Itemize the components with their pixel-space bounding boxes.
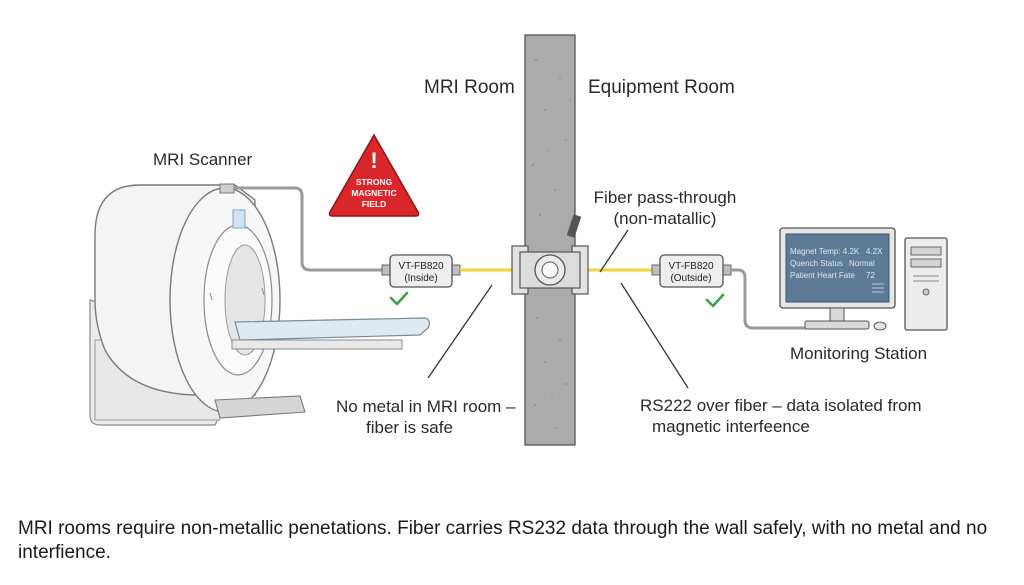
warning-triangle-icon: ! STRONG MAGNETIC FIELD — [328, 133, 420, 217]
converter-outside-model: VT-FB820 — [668, 261, 713, 272]
rs232-label-1: RS222 over fiber – data isolated from — [640, 396, 922, 415]
monitoring-station: Magnet Temp: 4.2K 4.2X Quench Status Nor… — [779, 227, 948, 331]
mri-scanner-label: MRI Scanner — [153, 150, 253, 169]
converter-inside: VT-FB820 (Inside) — [381, 254, 461, 288]
monitor-row1-label: Magnet Temp: 4.2K — [790, 247, 860, 256]
converter-outside: VT-FB820 (Outside) — [651, 254, 732, 288]
equipment-room-label: Equipment Room — [588, 77, 735, 98]
checkmark-icon — [389, 291, 409, 306]
mri-scanner — [89, 183, 431, 426]
checkmark-icon — [705, 293, 725, 308]
monitor-cable — [731, 268, 810, 330]
fiber-passthrough — [511, 214, 589, 295]
monitor-row3-label: Patient Heart Fate — [790, 271, 855, 280]
mri-room-label: MRI Room — [424, 77, 515, 98]
warning-line-1: STRONG — [356, 177, 393, 187]
converter-outside-location: (Outside) — [670, 273, 711, 284]
pointer-line-outside — [620, 282, 689, 389]
diagram-canvas: ! STRONG MAGNETIC FIELD VT-FB820 (Inside… — [89, 34, 948, 446]
pointer-line-inside — [427, 284, 493, 379]
no-metal-label-1: No metal in MRI room – — [336, 397, 516, 416]
monitoring-station-label: Monitoring Station — [790, 344, 928, 363]
converter-inside-location: (Inside) — [404, 273, 437, 284]
wall — [524, 34, 576, 446]
no-metal-label-2: fiber is safe — [366, 418, 453, 437]
monitor-row2-value: Normal — [849, 259, 875, 268]
rs232-label-2: magnetic interfeence — [652, 417, 810, 436]
scanner-cable — [234, 186, 390, 272]
monitor-row3-value: 72 — [866, 271, 875, 280]
passthrough-label-1: Fiber pass-through — [593, 188, 737, 207]
monitor-row2-label: Quench Status — [790, 259, 843, 268]
monitor-row1-value: 4.2X — [866, 247, 883, 256]
warning-line-3: FIELD — [362, 199, 387, 209]
pointer-line-passthrough — [599, 229, 629, 273]
caption-text: MRI rooms require non-metallic penetatio… — [18, 518, 988, 563]
warning-line-2: MAGNETIC — [351, 188, 396, 198]
warning-symbol: ! — [370, 148, 377, 173]
diagram-scene: ! STRONG MAGNETIC FIELD VT-FB820 (Inside… — [89, 34, 948, 446]
converter-inside-model: VT-FB820 — [398, 261, 443, 272]
passthrough-label-2: (non-matallic) — [613, 209, 717, 228]
